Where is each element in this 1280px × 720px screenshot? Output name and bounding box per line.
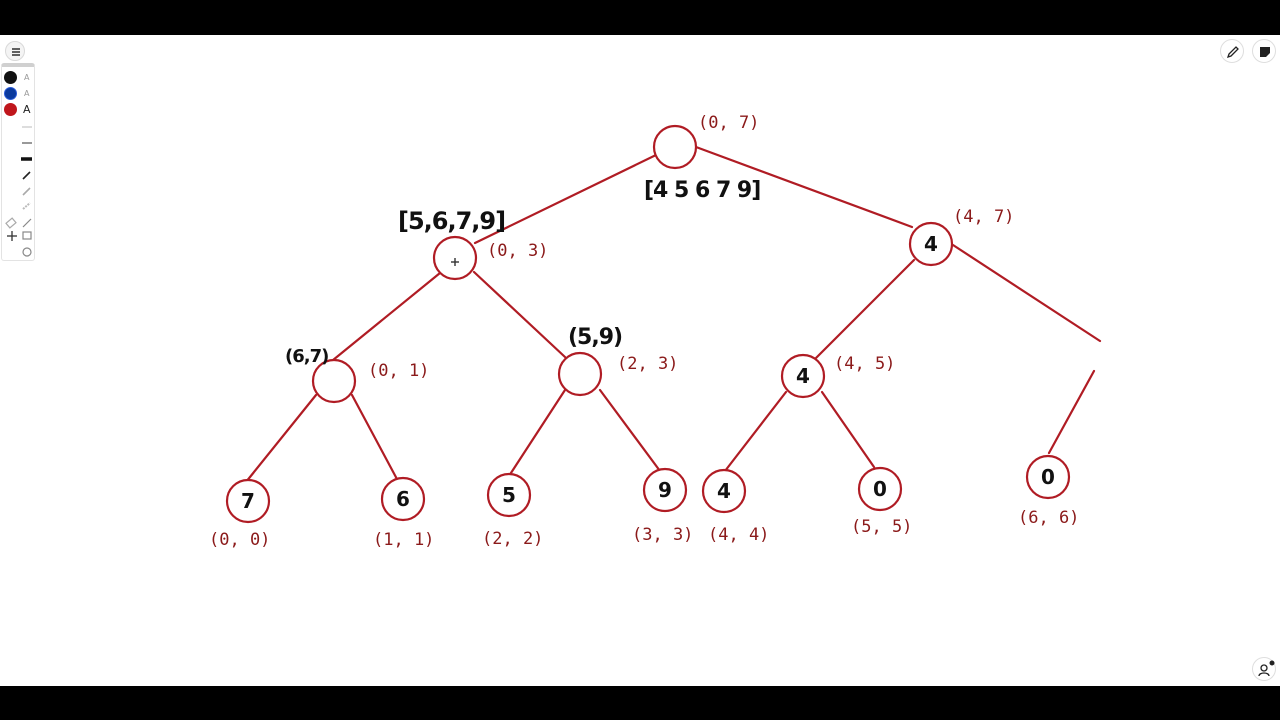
marker-icon[interactable] [22, 202, 31, 210]
tree-node-range-label: (0, 1) [368, 361, 429, 381]
tree-node: 4 (4, 5) [780, 353, 895, 399]
tree-node-range-label: (4, 5) [834, 354, 895, 374]
tree-node-range-label: (2, 2) [482, 529, 543, 549]
tree-node-circle [701, 468, 747, 514]
tree-node-value: 6 [396, 487, 410, 511]
whiteboard-canvas[interactable]: (0, 7) (0, 3) 4 (4, 7) (0, 1) (2, 3) 4 (4, 5) 7 (… [0, 35, 1280, 686]
tree-node-value: 0 [1041, 465, 1055, 489]
annotation-root-array: [4 5 6 7 9] [644, 178, 760, 203]
tree-edge [598, 388, 662, 473]
tree-node: 9 (3, 3) [632, 467, 693, 545]
drawing-toolbar: A A A [1, 63, 35, 261]
tree-node: 4 (4, 7) [908, 207, 1014, 267]
tree-edge [244, 393, 318, 484]
tree-node: 0 (6, 6) [1018, 454, 1079, 528]
annotation-left-array: [5,6,7,9] [398, 207, 505, 235]
annotation-pair-0-1: (6,7) [285, 346, 328, 367]
swatch-blue[interactable] [4, 87, 17, 100]
tree-node-value: 4 [924, 232, 938, 256]
tree-node-circle [780, 353, 826, 399]
move-icon[interactable] [7, 231, 17, 241]
tree-node-range-label: (2, 3) [617, 354, 678, 374]
rectangle-icon[interactable] [22, 231, 32, 240]
tree-edge [507, 388, 567, 478]
tree-node-circle [642, 467, 688, 513]
tree-node-range-label: (4, 4) [708, 525, 769, 545]
tree-edge [694, 145, 914, 229]
swatch-label: A [24, 73, 30, 82]
tree-node-value: 4 [796, 364, 810, 388]
tree-node: 7 (0, 0) [209, 478, 271, 550]
tree-node: (0, 3) [432, 235, 548, 281]
tree-node-value: 4 [717, 479, 731, 503]
line-icon[interactable] [22, 218, 32, 228]
tree-node-range-label: (5, 5) [851, 517, 912, 537]
tree-edge [472, 270, 567, 359]
tree-node-range-label: (6, 6) [1018, 508, 1079, 528]
tree-edge [723, 390, 788, 473]
pencil-icon[interactable] [1220, 39, 1244, 63]
tree-node: 5 (2, 2) [482, 472, 543, 549]
tree-node-circle [380, 476, 426, 522]
tree-node-range-label: (4, 7) [953, 207, 1014, 227]
swatch-label-active: A [23, 103, 31, 116]
user-lock-icon[interactable] [1252, 657, 1276, 681]
tree-node-range-label: (0, 3) [487, 241, 548, 261]
pen-icon[interactable] [22, 171, 31, 180]
tree-edge [350, 393, 400, 483]
tree-edge [814, 258, 916, 360]
circle-icon[interactable] [22, 247, 32, 257]
tree-node-value: 9 [658, 478, 672, 502]
tree-node: (0, 7) [652, 113, 759, 170]
tree-node-circle [908, 221, 954, 267]
tree-edge [1047, 369, 1096, 455]
tree-node: 4 (4, 4) [701, 468, 769, 545]
tree-node: 6 (1, 1) [373, 476, 434, 550]
eraser-icon[interactable] [5, 217, 17, 229]
tree-node: 0 (5, 5) [851, 466, 912, 537]
tree-node: (0, 1) [311, 358, 429, 404]
tree-edge [951, 243, 1102, 343]
tree-node-range-label: (3, 3) [632, 525, 693, 545]
sticky-note-icon[interactable] [1252, 39, 1276, 63]
tree-node-value: 5 [502, 483, 516, 507]
tree-node-value: 0 [873, 477, 887, 501]
annotation-pair-2-3: (5,9) [568, 325, 622, 350]
swatch-red[interactable] [4, 103, 17, 116]
tree-edge [820, 390, 876, 469]
tree-node-circle [486, 472, 532, 518]
tree-node: (2, 3) [557, 351, 678, 397]
tree-node-range-label: (0, 0) [209, 530, 270, 550]
highlighter-icon[interactable] [22, 187, 31, 196]
swatch-black[interactable] [4, 71, 17, 84]
tree-node-circle [557, 351, 603, 397]
tree-node-circle [225, 478, 271, 524]
tree-node-circle [311, 358, 357, 404]
tree-node-circle [857, 466, 903, 512]
tree-node-range-label: (0, 7) [698, 113, 759, 133]
cursor-crosshair-icon [451, 258, 459, 266]
tree-node-circle [1025, 454, 1071, 500]
tree-edge [320, 271, 442, 371]
tree-node-range-label: (1, 1) [373, 530, 434, 550]
drawing-surface[interactable]: (0, 7) (0, 3) 4 (4, 7) (0, 1) (2, 3) 4 (4, 5) 7 (… [0, 35, 1280, 686]
hamburger-icon[interactable] [5, 41, 25, 61]
tree-node-value: 7 [241, 489, 255, 513]
tree-edge [473, 153, 658, 245]
tree-node-circle [652, 124, 698, 170]
swatch-label: A [24, 89, 30, 98]
